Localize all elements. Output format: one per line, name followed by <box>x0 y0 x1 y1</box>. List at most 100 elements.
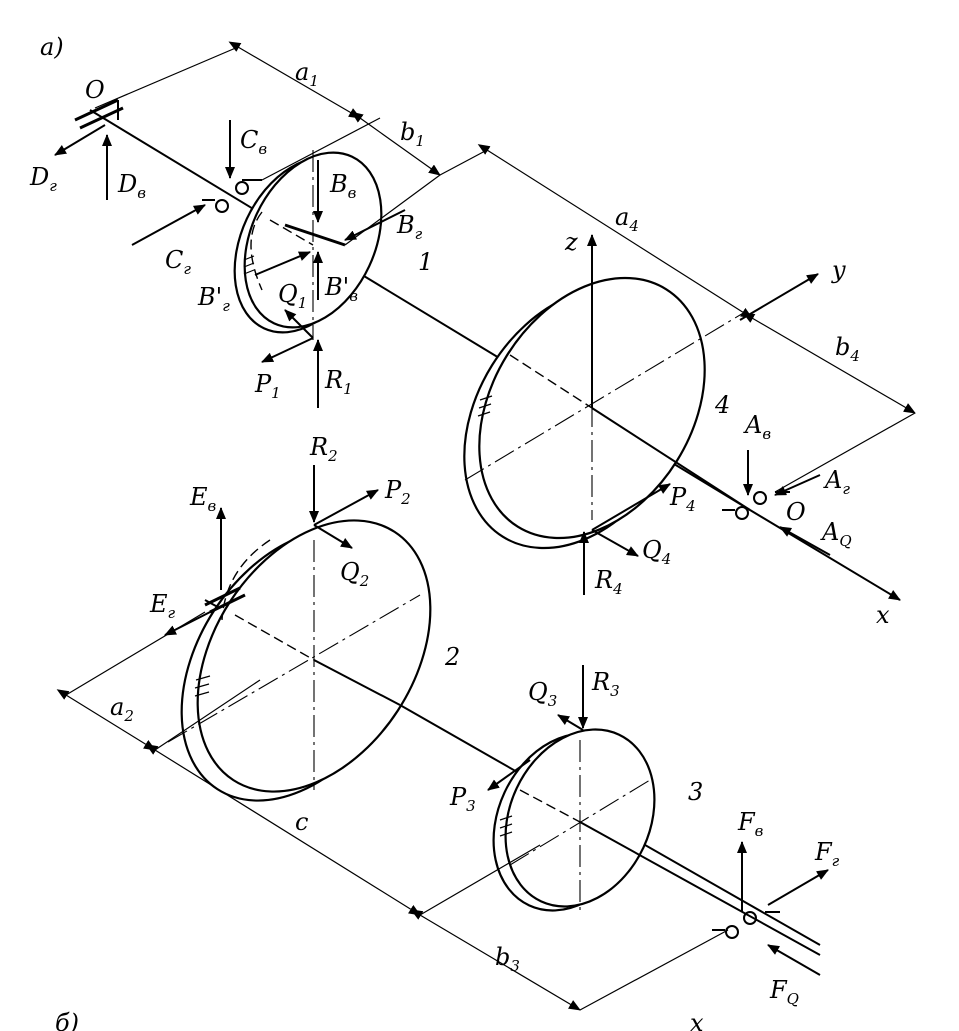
gear-label-2: 2 <box>444 643 460 671</box>
part-b-label: б) <box>55 1009 79 1031</box>
force-label-Q4: Q4 <box>642 536 671 568</box>
shaft-a-axis-extension <box>749 509 901 601</box>
force-label-D-v: Dв <box>117 170 146 202</box>
dim-ext <box>344 174 441 246</box>
gear-2-hidden-arc <box>221 539 271 621</box>
force-label-P4: P4 <box>669 483 696 515</box>
part-b: R2 P2 Q2 Eв Eг 2 a2 R3 Q3 P3 3 c Fв Fг b… <box>55 433 840 1031</box>
force-arrow-B-h-prime <box>254 251 311 276</box>
shaft-b-hidden <box>234 614 315 661</box>
gear-label-4: 4 <box>714 391 730 419</box>
force-label-E-h: Eг <box>149 590 176 622</box>
force-label-P2: P2 <box>384 476 411 508</box>
force-label-R4: R4 <box>594 566 623 598</box>
bearing-f-ball <box>743 911 757 925</box>
gear-2-hatch <box>194 683 210 689</box>
x-axis-label-a: x <box>876 601 890 629</box>
dim-a2-line <box>56 689 156 751</box>
force-label-Q1: Q1 <box>278 280 307 312</box>
dim-ext <box>579 929 729 1011</box>
bearing-d-mark <box>74 98 119 122</box>
force-arrow-P1 <box>261 337 314 363</box>
shaft-b-front <box>313 659 401 706</box>
force-arrow-Q2 <box>313 524 353 549</box>
shaft-b-after-gear-3 <box>579 821 821 956</box>
dim-b3-label: b3 <box>495 943 520 975</box>
force-label-P1: P1 <box>254 370 281 402</box>
force-label-B-h: Bг <box>396 211 423 243</box>
gear-1-hatch <box>243 269 255 275</box>
gear-label-3: 3 <box>688 778 703 806</box>
dim-a1-label: a1 <box>295 58 319 90</box>
gear-2-centerline <box>167 594 421 743</box>
force-label-A-h: Aг <box>823 466 850 498</box>
force-arrow-A-h <box>774 474 821 496</box>
force-label-B-v: Bв <box>329 170 357 202</box>
gear-2-hatch <box>195 675 211 681</box>
force-label-Q3: Q3 <box>528 678 557 710</box>
force-label-F-h: Fг <box>814 838 840 870</box>
dim-a1-line <box>228 41 361 119</box>
bearing-c-ball <box>235 181 249 195</box>
force-arrow-A-Q <box>779 526 831 556</box>
dim-b4-label: b4 <box>835 333 860 365</box>
x-axis-label-b: x <box>690 1009 704 1031</box>
gear-4-hatch <box>478 403 492 409</box>
part-a-label: a) <box>40 33 64 61</box>
force-label-P3: P3 <box>449 783 476 815</box>
gear-4-hatch <box>477 411 491 417</box>
force-arrow-Q3 <box>557 714 584 731</box>
gear-3-hatch <box>499 815 513 821</box>
force-arrow-D-h <box>54 124 106 156</box>
bearing-a-ball <box>753 491 767 505</box>
bearing-d <box>74 98 124 130</box>
gear-label-1: 1 <box>418 248 433 276</box>
dim-a4-label: a4 <box>615 203 639 235</box>
gear-3-hatch <box>499 831 513 837</box>
force-arrow-Q1 <box>284 309 314 339</box>
force-label-F-v: Fв <box>737 808 764 840</box>
gear-4-centerline <box>464 311 746 481</box>
force-label-R1: R1 <box>324 366 353 398</box>
gear-1-keyway <box>284 223 346 247</box>
gear-4-hatch <box>479 395 493 401</box>
shaft-a-hidden <box>509 354 593 409</box>
force-arrow-F-h <box>767 869 829 906</box>
gear-1-hidden-arc <box>250 211 263 291</box>
force-arrow-Q4 <box>591 529 639 557</box>
dim-ext <box>419 844 541 916</box>
force-label-Q2: Q2 <box>340 558 369 590</box>
force-label-C-v: Cв <box>240 126 267 158</box>
force-arrow-P4 <box>591 483 671 531</box>
force-label-A-Q: AQ <box>820 518 852 550</box>
force-label-R3: R3 <box>591 668 620 700</box>
dim-b1-label: b1 <box>400 118 425 150</box>
y-axis <box>739 273 819 321</box>
force-label-E-v: Eв <box>189 483 217 515</box>
gear-2 <box>180 519 432 802</box>
gear-2-hatch <box>194 691 210 697</box>
force-arrow-C-h <box>131 204 206 246</box>
gear-3 <box>492 728 656 912</box>
force-arrow-E-h <box>164 607 219 636</box>
bearing-a-ball <box>735 506 749 520</box>
force-arrow-P2 <box>313 489 379 526</box>
bearing-e-mark <box>204 586 241 607</box>
force-label-B-v-prime: B'в <box>324 273 358 305</box>
shaft-a-through-gear-1 <box>269 219 314 246</box>
force-label-B-h-prime: B'г <box>197 283 230 315</box>
bearing-f <box>712 911 780 939</box>
bearing-c-ball <box>215 199 229 213</box>
z-axis-label: z <box>564 228 578 256</box>
force-arrow-B-h <box>344 209 406 241</box>
bearing-d-mark <box>79 106 124 130</box>
force-arrow-P3 <box>487 759 531 791</box>
dim-a4-line <box>477 144 753 319</box>
dim-b3-line <box>410 909 581 1011</box>
dim-b1-line <box>351 111 441 176</box>
dim-ext <box>439 149 488 176</box>
y-axis-label: y <box>831 256 846 284</box>
bearing-c <box>202 179 262 213</box>
dim-a2-label: a2 <box>110 693 134 725</box>
